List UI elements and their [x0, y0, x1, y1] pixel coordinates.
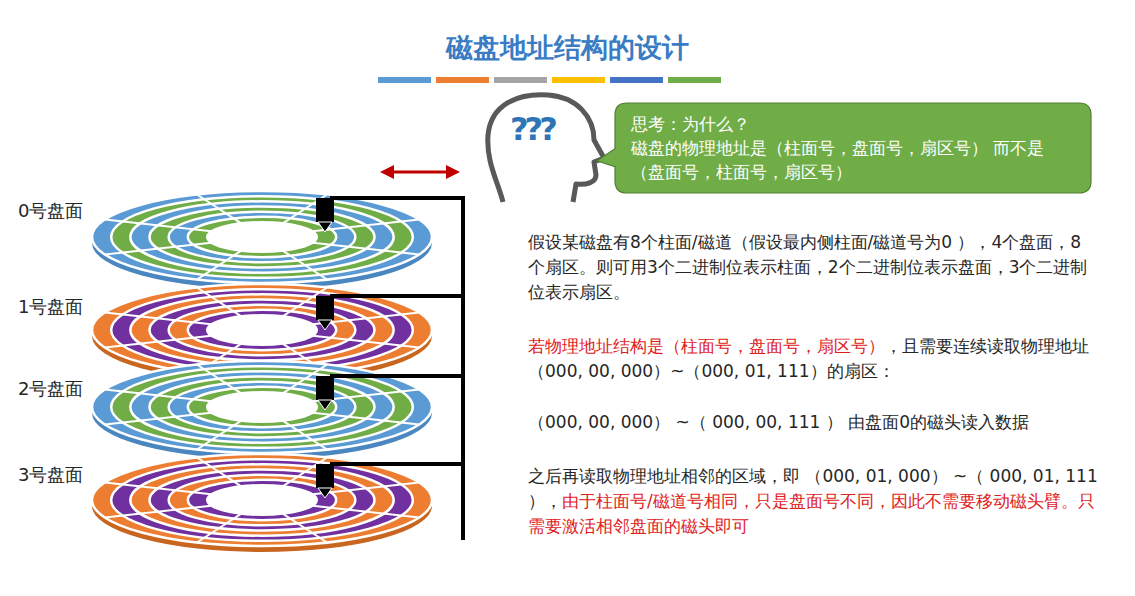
text-block: 1号盘面: [18, 294, 118, 320]
text-block: 假设某磁盘有8个柱面/磁道（假设最内侧柱面/磁道号为0 ），4个盘面，8个扇区。…: [528, 230, 1098, 305]
title-bar: [378, 77, 431, 83]
title-bar: [436, 77, 489, 83]
title-bar: [610, 77, 663, 83]
label: 0号盘面: [18, 200, 83, 221]
move-arrow: [380, 165, 460, 179]
highlight-text: 由于柱面号/磁道号相同，只是盘面号不同，因此不需要移动磁头臂。只需要激活相邻盘面…: [528, 491, 1095, 536]
bubble-heading: 思考：为什么？: [631, 112, 1077, 136]
text-block: 之后再读取物理地址相邻的区域，即 （000, 01, 000） ~（ 000, …: [528, 464, 1108, 539]
title: 磁盘地址结构的设计: [0, 30, 1135, 66]
bubble-text: 磁盘的物理地址是（柱面号，盘面号，扇区号） 而不是（盘面号，柱面号，扇区号）: [631, 136, 1077, 184]
platter: [92, 454, 432, 552]
text-block: 2号盘面: [18, 376, 118, 402]
title-bar: [494, 77, 547, 83]
label: ???: [510, 110, 554, 148]
highlight-text: 若物理地址结构是（柱面号，盘面号，扇区号）: [528, 336, 885, 356]
text-block: 3号盘面: [18, 462, 118, 488]
label: 3号盘面: [18, 464, 83, 485]
head-arm: [316, 196, 465, 540]
text-block: ???: [510, 106, 590, 152]
text-block: 若物理地址结构是（柱面号，盘面号，扇区号），且需要连续读取物理地址 （000, …: [528, 334, 1098, 384]
thinking-head: [488, 95, 604, 202]
label: 1号盘面: [18, 296, 83, 317]
title-bar: [552, 77, 605, 83]
label: 2号盘面: [18, 378, 83, 399]
text-block: （000, 00, 000） ~（ 000, 00, 111 ） 由盘面0的磁头…: [528, 410, 1108, 435]
label: 假设某磁盘有8个柱面/磁道（假设最内侧柱面/磁道号为0 ），4个盘面，8个扇区。…: [528, 232, 1087, 302]
label: （000, 00, 000） ~（ 000, 00, 111 ） 由盘面0的磁头…: [528, 412, 1029, 432]
text-block: 0号盘面: [18, 198, 118, 224]
title-bar: [668, 77, 721, 83]
speech-bubble: 思考：为什么？磁盘的物理地址是（柱面号，盘面号，扇区号） 而不是（盘面号，柱面号…: [615, 103, 1091, 193]
platter: [92, 191, 432, 289]
